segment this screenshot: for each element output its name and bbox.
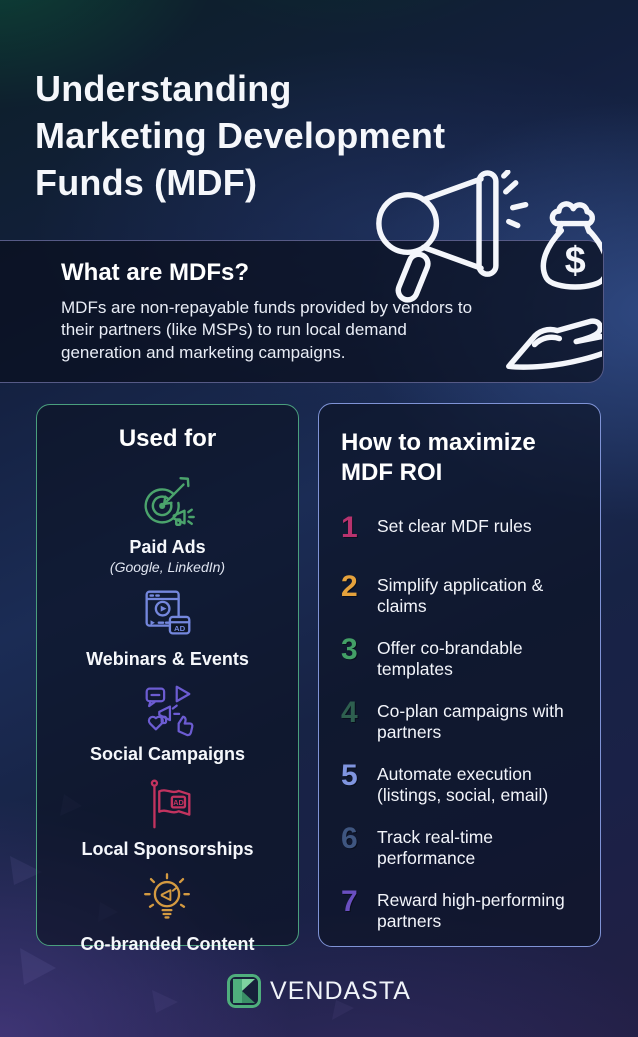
used-for-label: Paid Ads	[129, 537, 206, 557]
used-for-label: Webinars & Events	[86, 649, 249, 669]
ad-badge-glyph: AD	[173, 798, 183, 807]
step-text: Co-plan campaigns with partners	[377, 701, 564, 742]
ad-badge-glyph: AD	[174, 624, 186, 633]
step-number: 2	[341, 570, 358, 603]
bg-triangle-icon	[330, 998, 356, 1024]
social-engagement-icon	[137, 678, 199, 740]
step-number: 5	[341, 759, 358, 792]
step-text: Simplify application & claims	[377, 575, 544, 616]
dollar-glyph: $	[565, 239, 586, 281]
step-text: Set clear MDF rules	[377, 516, 532, 536]
what-are-mdfs-heading: What are MDFs?	[61, 259, 250, 286]
footer-brand: VENDASTA	[0, 974, 638, 1008]
used-for-item-cobranded: Co-branded Content	[80, 868, 255, 955]
used-for-item-sponsorships: AD Local Sponsorships	[81, 773, 254, 860]
step-number: 4	[341, 696, 358, 729]
used-for-label: Local Sponsorships	[81, 839, 254, 859]
step-number: 6	[341, 822, 358, 855]
used-for-item-webinars: AD Webinars & Events	[86, 583, 249, 670]
maximize-roi-heading: How to maximize MDF ROI	[341, 429, 536, 486]
what-are-mdfs-body: MDFs are non-repayable funds provided by…	[61, 298, 473, 362]
roi-step: 1 Set clear MDF rules	[341, 511, 582, 554]
used-for-label: Co-branded Content	[80, 934, 255, 954]
used-for-item-social: Social Campaigns	[90, 678, 245, 765]
step-text: Automate execution (listings, social, em…	[377, 764, 549, 805]
ad-flag-icon: AD	[137, 773, 199, 835]
maximize-roi-card: How to maximize MDF ROI 1 Set clear MDF …	[318, 403, 601, 947]
roi-step: 2 Simplify application & claims	[341, 570, 582, 617]
used-for-card: Used for Paid Ads (Google, LinkedIn)	[36, 404, 299, 954]
bg-triangle-icon	[16, 946, 58, 988]
bg-triangle-icon	[8, 852, 44, 888]
vendasta-logo-icon	[227, 974, 262, 1008]
browser-video-ad-icon: AD	[136, 583, 198, 645]
step-number: 1	[341, 511, 358, 544]
used-for-sublabel: (Google, LinkedIn)	[109, 559, 226, 575]
roi-step: 3 Offer co-brandable templates	[341, 633, 582, 680]
step-text: Offer co-brandable templates	[377, 638, 523, 679]
step-text: Reward high-performing partners	[377, 890, 565, 931]
used-for-label: Social Campaigns	[89, 744, 246, 764]
step-number: 7	[341, 885, 358, 918]
idea-bulb-megaphone-icon	[136, 868, 198, 930]
roi-step: 4 Co-plan campaigns with partners	[341, 696, 582, 743]
what-are-mdfs-card: What are MDFs? MDFs are non-repayable fu…	[0, 240, 604, 383]
step-number: 3	[341, 633, 358, 666]
roi-step: 5 Automate execution (listings, social, …	[341, 759, 582, 806]
used-for-item-paid-ads: Paid Ads (Google, LinkedIn)	[110, 471, 225, 575]
target-dart-megaphone-icon	[137, 471, 199, 533]
page-title: Understanding Marketing Development Fund…	[35, 68, 446, 203]
roi-steps-list: 1 Set clear MDF rules 2 Simplify applica…	[341, 511, 582, 932]
megaphone-moneybag-hand-icon: $	[364, 169, 624, 374]
roi-step: 6 Track real-time performance	[341, 822, 582, 869]
bg-triangle-icon	[150, 986, 180, 1016]
used-for-heading: Used for	[118, 425, 217, 452]
step-text: Track real-time performance	[377, 827, 494, 868]
vendasta-wordmark: VENDASTA	[270, 976, 411, 1005]
roi-step: 7 Reward high-performing partners	[341, 885, 582, 932]
